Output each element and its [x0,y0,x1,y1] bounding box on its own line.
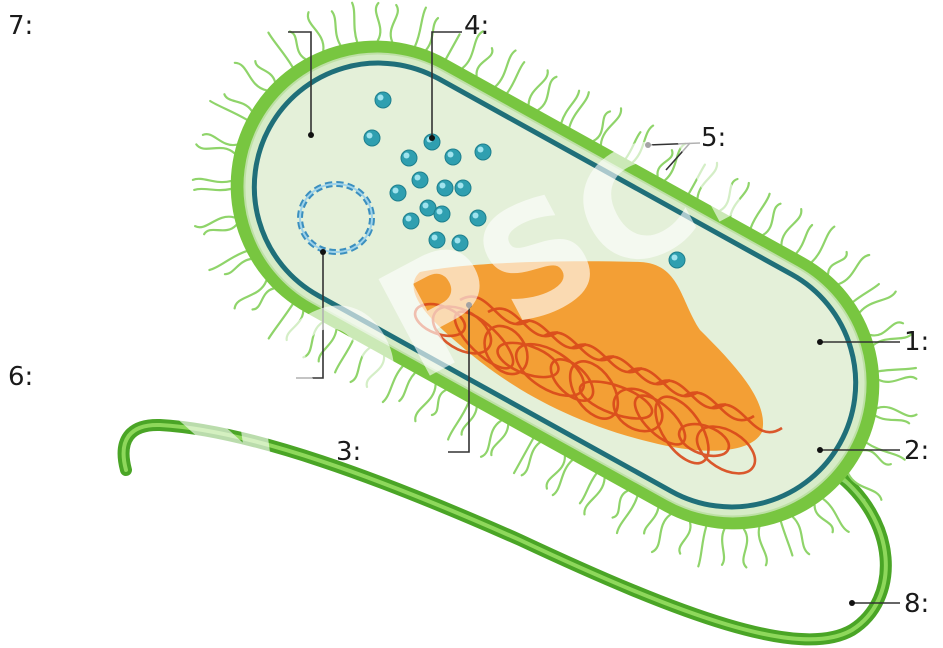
pilus [812,227,834,262]
ribosome-highlight [423,203,429,209]
pilus [823,499,849,532]
pilus [759,527,767,565]
pilus [793,517,809,554]
pilus [235,281,267,309]
pilus [235,63,267,91]
pilus [781,522,793,556]
ribosome [364,130,380,146]
ribosome-highlight [458,183,464,189]
ribosome [375,92,391,108]
pilus [290,32,305,59]
pilus [204,225,236,234]
ribosome [445,149,461,165]
pilus [743,529,747,567]
pilus [698,527,706,567]
pilus [415,8,426,47]
ribosome [437,180,453,196]
pilus [477,48,493,76]
pilus [781,209,801,245]
pilus [871,322,903,335]
ribosome-highlight [378,95,384,101]
label-6: 6: [8,362,33,392]
pilus [268,33,292,67]
pilus [225,259,251,274]
pilus [391,5,398,42]
pilus [448,403,468,440]
pilus [879,368,916,371]
ribosome-highlight [448,152,454,158]
pilus [352,3,357,42]
pilus [446,34,460,59]
ribosome-highlight [404,153,410,159]
label-3: 3: [336,437,361,467]
pilus [584,478,604,514]
pilus [209,251,246,270]
label-7: 7: [8,11,33,41]
pilus [561,91,579,123]
pilus [196,144,234,153]
pilus [195,217,234,228]
pilus [877,407,916,416]
pilus [496,51,516,87]
label-1: 1: [904,327,929,357]
ribosome-highlight [440,183,446,189]
pilus [193,179,231,182]
pilus [652,515,670,553]
pilus [613,491,628,518]
ribosome-highlight [393,188,399,194]
pilus [538,77,556,110]
label-4: 4: [464,11,489,41]
label-5: 5: [701,123,726,153]
ribosome [455,180,471,196]
ribosome-highlight [415,175,421,181]
pilus [876,416,909,423]
ribosome [401,150,417,166]
pilus [522,442,540,475]
pilus [860,292,896,313]
pilus [853,284,879,302]
pilus [376,3,380,41]
ribosome [412,172,428,188]
label-8: 8: [904,589,929,619]
pilus [547,456,565,488]
pilus [332,11,341,45]
pilus [569,92,588,127]
pilus [722,529,724,565]
pilus [644,508,658,534]
ribosome [390,185,406,201]
pilus [507,62,524,93]
pilus [879,377,916,382]
ribosome-highlight [478,147,484,153]
ribosome [475,144,491,160]
pilus [828,252,847,274]
label-2: 2: [904,436,929,466]
ribosome-highlight [367,133,373,139]
pilus [679,523,690,554]
pilus [797,225,813,253]
pilus [194,189,231,190]
pilus [815,505,833,532]
pilus [224,94,251,110]
ribosome-highlight [406,216,412,222]
pilus [255,61,275,81]
pilus [203,134,237,145]
pilus [529,70,548,104]
